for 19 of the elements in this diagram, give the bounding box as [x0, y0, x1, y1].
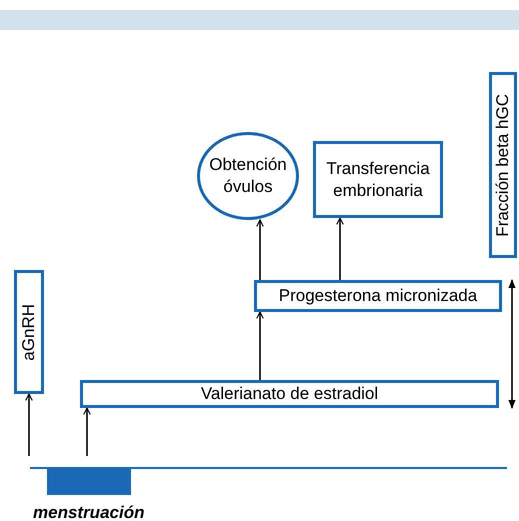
vertical-box [14, 270, 44, 394]
arrow [25, 393, 33, 456]
vertical-box [489, 72, 517, 258]
node-label: aGnRH [19, 304, 39, 360]
node-label: Valerianato de estradiol [200, 383, 380, 405]
process-box [80, 380, 499, 408]
node-label: Fracción beta hGC [493, 94, 513, 236]
menstruation-bar [47, 467, 131, 495]
arrow [83, 407, 91, 456]
arrow [508, 279, 516, 409]
bar-caption: menstruación [33, 502, 144, 521]
node-label: Progesterona micronizada [278, 285, 478, 307]
node-label: Transferencia embrionaria [325, 158, 431, 202]
process-box [254, 280, 502, 312]
arrow [336, 217, 344, 280]
arrow [256, 219, 264, 280]
node-label: Obtención óvulos [208, 154, 288, 198]
arrow [256, 311, 264, 380]
process-box [313, 141, 443, 218]
